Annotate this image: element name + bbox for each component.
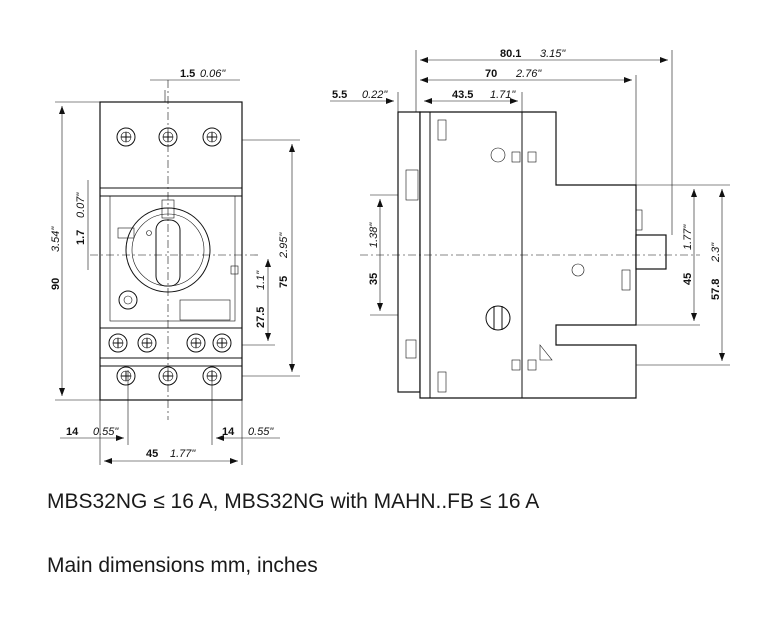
dim-mount-height-in: 2.95"	[278, 232, 290, 259]
dim-center-offset-mm: 27.5	[255, 307, 267, 328]
dim-rail-offset-mm: 5.5	[332, 89, 347, 101]
dim-knob-height-in: 1.77"	[682, 224, 694, 250]
knob-shaft	[635, 234, 667, 270]
dim-total-depth-in: 3.15"	[540, 48, 566, 60]
dim-left-margin-mm: 14	[66, 426, 79, 438]
dim-rail-height-mm: 35	[368, 273, 380, 285]
dim-small-left-mm: 1.7	[75, 230, 87, 245]
side-view: 80.1 3.15" 70 2.76" 5.5 0.22" 43.5 1.71"…	[330, 48, 730, 399]
dimension-drawing: 1.5 0.06" 90 3.54" 1.7 0.07" 75 2.95" 27…	[50, 48, 730, 465]
terminal-screw-icon	[108, 333, 128, 353]
dim-depth-43-mm: 43.5	[452, 89, 473, 101]
din-rail-clip	[397, 111, 421, 393]
dim-knob-height-mm: 45	[682, 273, 694, 285]
terminal-screw-icon	[186, 333, 206, 353]
test-button-icon	[118, 290, 138, 310]
dim-knob-total-mm: 57.8	[710, 279, 722, 300]
dim-left-margin-in: 0.55"	[93, 426, 119, 438]
dim-rail-offset-in: 0.22"	[362, 89, 388, 101]
caption-product: MBS32NG ≤ 16 A, MBS32NG with MAHN..FB ≤ …	[47, 490, 540, 513]
front-view: 1.5 0.06" 90 3.54" 1.7 0.07" 75 2.95" 27…	[50, 68, 300, 465]
dim-total-depth-mm: 80.1	[500, 48, 521, 60]
dim-width-mm: 45	[146, 448, 158, 460]
dim-depth-70-mm: 70	[485, 68, 497, 80]
dim-knob-total-in: 2.3"	[710, 242, 722, 263]
dim-rail-height-in: 1.38"	[368, 222, 380, 248]
terminal-screw-icon	[137, 333, 157, 353]
dim-right-margin-mm: 14	[222, 426, 235, 438]
terminal-screw-icon	[202, 127, 222, 147]
dim-top-offset-in: 0.06"	[200, 68, 226, 80]
dim-width-in: 1.77"	[170, 448, 196, 460]
terminal-screw-icon	[116, 127, 136, 147]
dim-depth-43-in: 1.71"	[490, 89, 516, 101]
terminal-screw-icon	[116, 366, 136, 386]
dim-top-offset-mm: 1.5	[180, 68, 195, 80]
dim-height-mm: 90	[50, 278, 62, 290]
dim-right-margin-in: 0.55"	[248, 426, 274, 438]
dim-depth-70-in: 2.76"	[515, 68, 542, 80]
caption-units: Main dimensions mm, inches	[47, 554, 318, 577]
terminal-screw-icon	[212, 333, 232, 353]
front-housing	[99, 101, 243, 401]
dim-height-in: 3.54"	[50, 226, 62, 252]
dim-small-left-in: 0.07"	[75, 192, 87, 218]
dim-center-offset-in: 1.1"	[255, 270, 267, 290]
dim-mount-height-mm: 75	[278, 276, 290, 288]
